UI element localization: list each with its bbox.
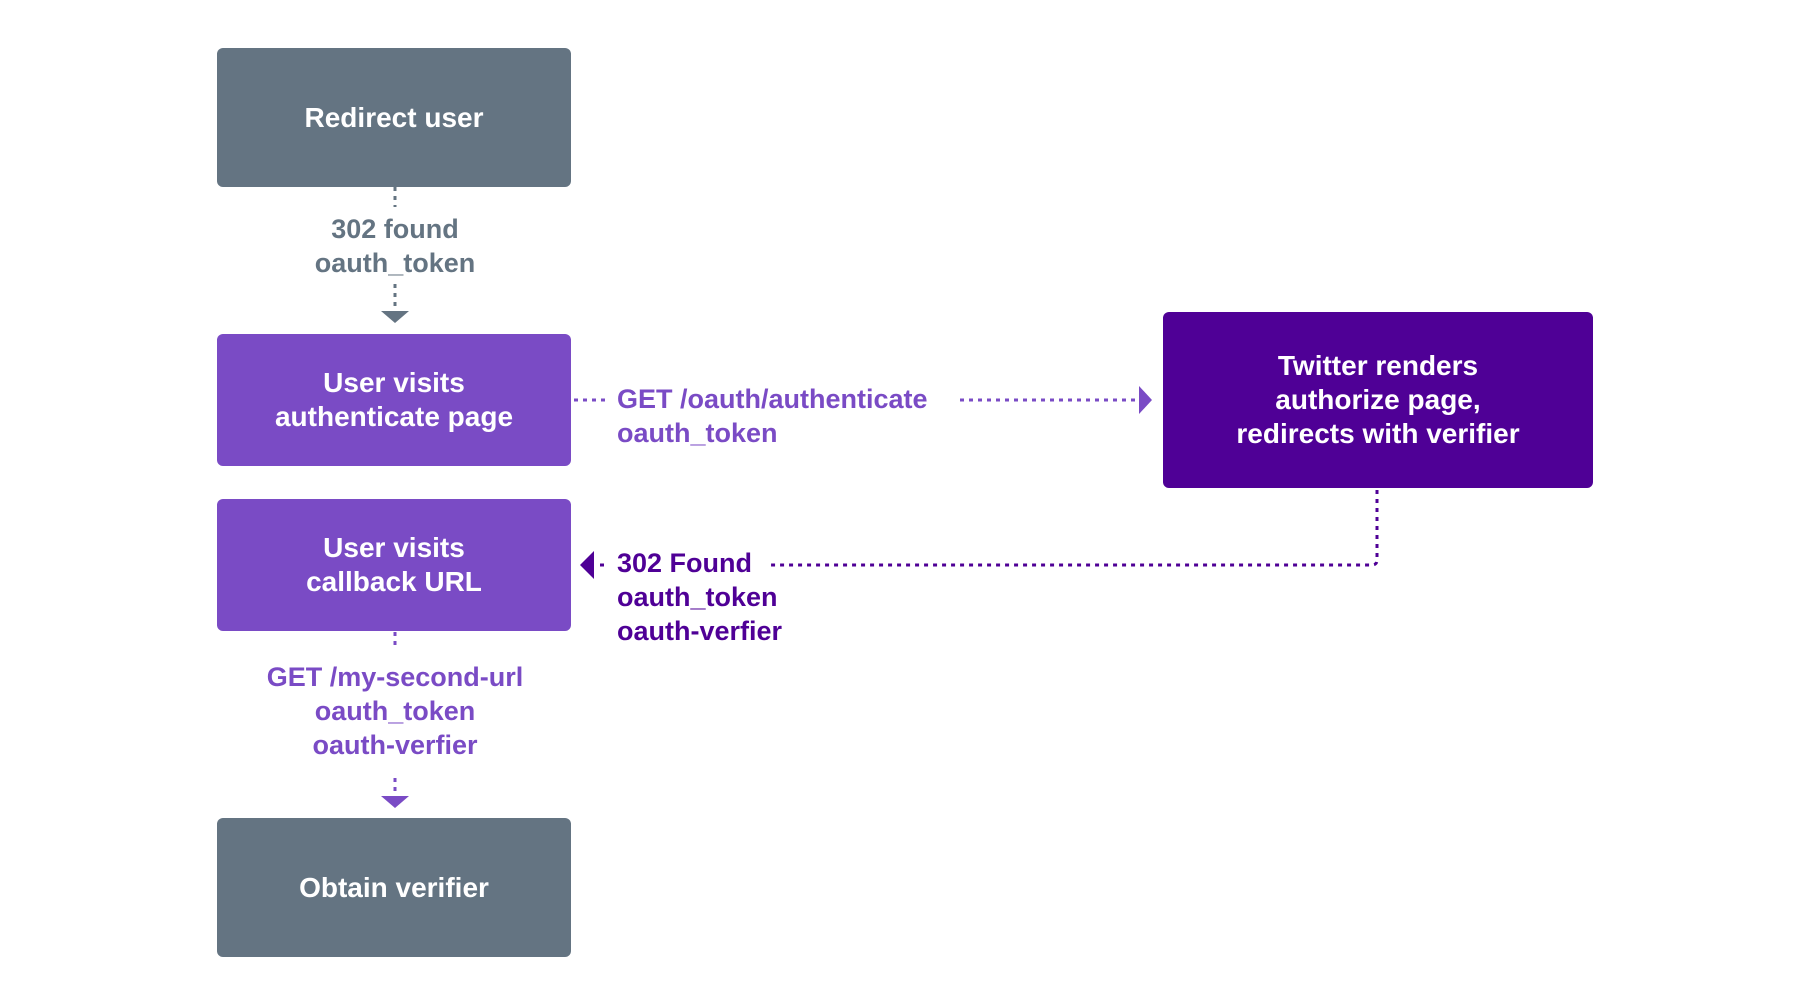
edge-label-line: 302 found [331, 214, 459, 244]
connector-twitter-to-callback [768, 490, 1379, 567]
edge-label-redirect-to-authenticate: 302 found oauth_token [245, 212, 545, 280]
edge-label-twitter-to-callback: 302 Found oauth_token oauth-verfier [617, 546, 782, 648]
node-twitter-renders: Twitter renders authorize page, redirect… [1163, 312, 1593, 488]
arrowhead-left-dark [580, 551, 594, 579]
edge-label-line: oauth-verfier [617, 616, 783, 646]
edge-label-callback-to-obtain: GET /my-second-url oauth_token oauth-ver… [225, 660, 565, 762]
arrowhead-down-gray [381, 311, 409, 323]
node-obtain-verifier-label: Obtain verifier [299, 871, 489, 903]
edge-label-line: oauth-verfier [312, 730, 478, 760]
node-callback-url-label: User visits callback URL [306, 532, 482, 597]
node-redirect-user: Redirect user [217, 48, 571, 187]
edge-label-line: GET /my-second-url [266, 662, 524, 692]
node-twitter-renders-label: Twitter renders authorize page, redirect… [1236, 350, 1520, 449]
edge-label-line: oauth_token [617, 582, 778, 612]
edge-label-line: oauth_token [617, 418, 778, 448]
edge-label-line: oauth_token [314, 248, 476, 278]
edge-label-line: GET /oauth/authenticate [617, 384, 928, 414]
node-authenticate-page-label: User visits authenticate page [274, 367, 514, 432]
node-authenticate-page: User visits authenticate page [217, 334, 571, 466]
node-obtain-verifier: Obtain verifier [217, 818, 571, 957]
edge-label-authenticate-to-twitter: GET /oauth/authenticate oauth_token [617, 382, 928, 450]
edge-label-line: 302 Found [617, 548, 753, 578]
edge-label-line: oauth_token [314, 696, 476, 726]
arrowhead-down-purple [381, 796, 409, 808]
node-callback-url: User visits callback URL [217, 499, 571, 631]
node-redirect-user-label: Redirect user [304, 101, 484, 133]
arrowhead-right-purple [1139, 386, 1152, 414]
